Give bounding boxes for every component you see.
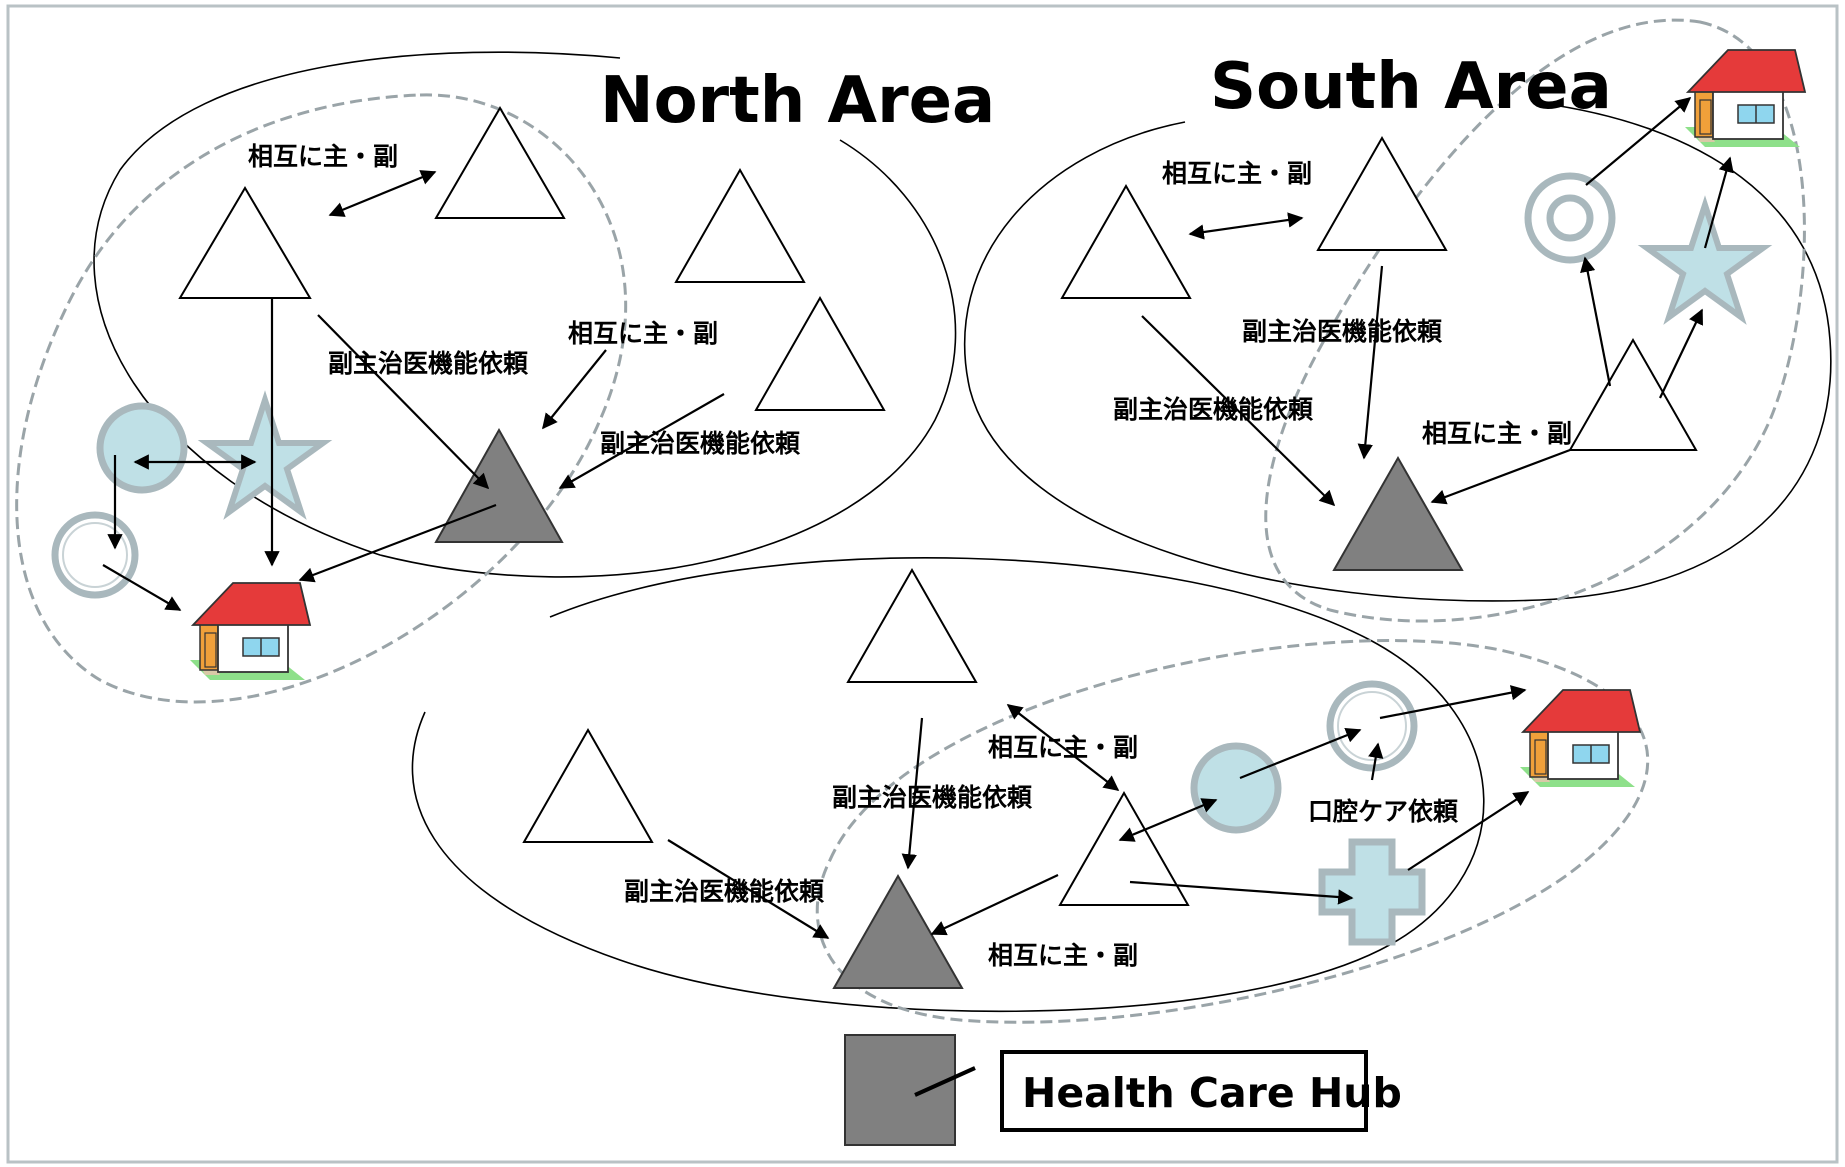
label-oral-care-request: 口腔ケア依頼 [1308,797,1459,826]
mutual-arrow [328,170,437,217]
legend-hub-swatch [844,1034,956,1146]
mutual-arrow [1118,798,1218,842]
dental-cross-icon [1318,838,1426,946]
hospital-triangle-icon [522,727,654,843]
care-arrow [1659,308,1703,399]
care-arrow [1379,685,1527,720]
hospital-triangle-icon [1060,183,1192,299]
mutual-arrow [1006,704,1120,791]
outer-frame [6,4,1839,1164]
north-area-boundary [93,51,957,578]
care-arrow [1703,156,1734,249]
legend-hub-box [1000,1050,1368,1132]
hospital-triangle-icon [846,567,978,683]
label-mutual: 相互に主・副 [1162,159,1312,188]
label-mutual: 相互に主・副 [1422,419,1572,448]
referral-arrow [1430,448,1571,505]
referral-arrow [558,393,725,489]
clinic-filled-circle-icon [1190,742,1282,834]
north-area-title: North Area [600,64,995,138]
pharmacy-double-ring-icon [1326,680,1418,772]
hospital-triangle-icon [1058,790,1190,906]
pharmacy-double-ring-icon [51,511,139,599]
label-sub-physician-request: 副主治医機能依頼 [624,877,825,906]
label-sub-physician-request: 副主治医機能依頼 [328,349,529,378]
referral-arrow [667,839,830,939]
hub-filled-triangle-icon [832,873,964,989]
hospital-triangle-icon [1568,337,1698,451]
clinic-filled-circle-icon [96,402,188,494]
care-arrow [1407,791,1530,871]
care-arrow [298,503,497,583]
north-dashed-zone [15,93,628,704]
home-house-icon [1684,49,1806,148]
hospital-triangle-icon [1316,135,1448,251]
care-arrow [102,564,182,611]
referral-arrow [542,349,607,430]
hospital-triangle-icon [434,106,566,219]
label-sub-physician-request: 副主治医機能依頼 [600,429,801,458]
home-house-icon [1519,689,1641,788]
hospital-triangle-icon [674,167,806,283]
referral-arrow [901,717,924,870]
referral-arrow [1141,315,1336,507]
care-arrow [1129,880,1354,905]
referral-arrow [1357,265,1384,460]
central-dashed-zone [815,639,1650,1024]
referral-arrow [930,874,1059,936]
care-arrow [1239,727,1362,780]
label-sub-physician-request: 副主治医機能依頼 [1242,317,1443,346]
hub-filled-triangle-icon [1332,455,1464,571]
legend-hub-label: Health Care Hub [1022,1069,1402,1117]
nursing-star-icon [1637,195,1773,325]
south-area-title: South Area [1210,50,1612,124]
south-dashed-zone [1264,18,1806,623]
label-mutual: 相互に主・副 [988,941,1138,970]
label-sub-physician-request: 副主治医機能依頼 [1113,395,1314,424]
care-arrow [1368,742,1384,781]
label-mutual: 相互に主・副 [248,142,398,171]
nursing-star-icon [197,390,333,520]
hospital-triangle-icon [178,186,312,299]
label-mutual: 相互に主・副 [568,319,718,348]
label-sub-physician-request: 副主治医機能依頼 [832,783,1033,812]
mutual-arrow [1188,212,1304,240]
south-area-boundary [964,102,1832,602]
referral-arrow [317,314,490,490]
hospital-triangle-icon [754,295,886,411]
hub-filled-triangle-icon [434,427,564,543]
care-arrow [1585,97,1692,186]
care-arrow [1580,256,1612,387]
home-house-icon [189,582,311,681]
